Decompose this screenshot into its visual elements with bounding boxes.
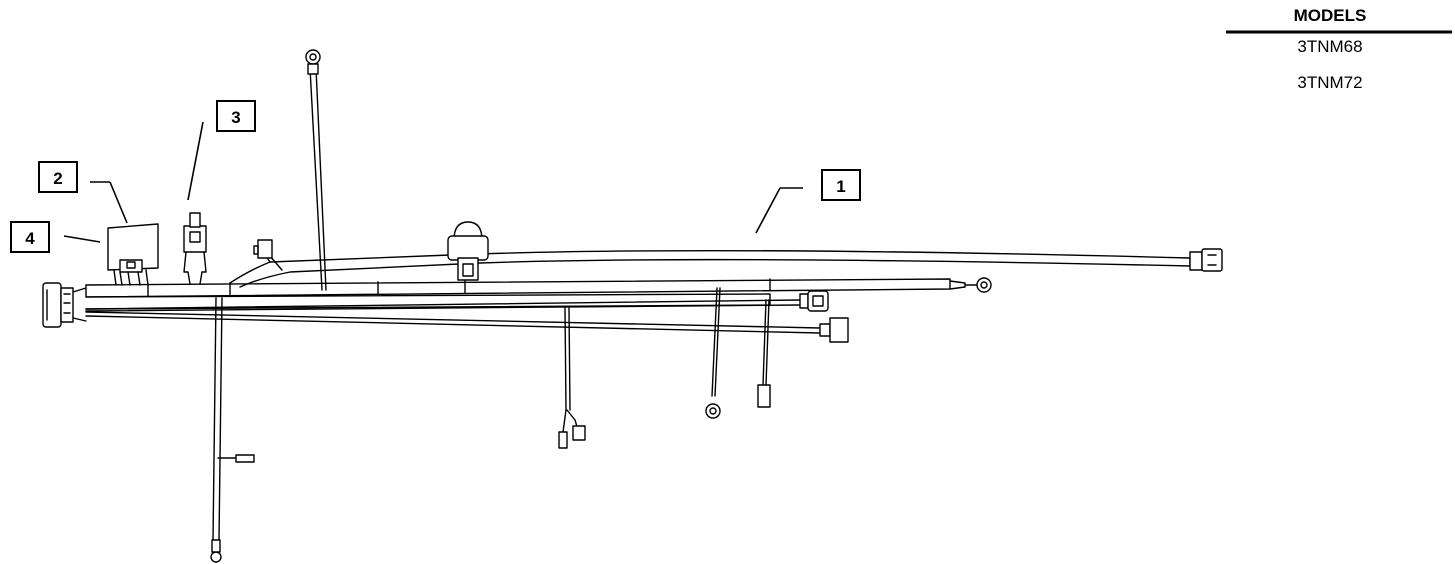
lower-wire-2	[85, 299, 801, 312]
model-item: 3TNM72	[1297, 73, 1362, 92]
lower-wire	[85, 311, 821, 334]
callout-label: 2	[53, 169, 62, 188]
main-connector	[42, 282, 87, 328]
callout-label: 4	[25, 229, 35, 248]
model-item: 3TNM68	[1297, 37, 1362, 56]
callout-3[interactable]: 3	[187, 100, 256, 201]
callout-box	[10, 221, 50, 253]
wire-harness	[42, 49, 1223, 563]
far-right-connector	[1189, 248, 1223, 272]
callout-box	[216, 100, 256, 132]
drop-wire-ring	[705, 287, 721, 419]
leader-line	[109, 181, 128, 224]
small-connector	[253, 239, 273, 259]
leader-line	[755, 187, 781, 234]
drop-wire-connector	[757, 299, 771, 408]
connector-right-low	[819, 317, 849, 343]
callout-box	[821, 169, 861, 201]
leader-line	[187, 121, 204, 201]
relay-box	[107, 223, 159, 286]
leader-line	[63, 235, 101, 243]
relay	[183, 212, 207, 285]
drop-wire-center	[558, 307, 586, 449]
callout-4[interactable]: 4	[10, 221, 101, 253]
ground-wire-up	[305, 49, 327, 291]
callout-label: 3	[231, 108, 240, 127]
models-title: MODELS	[1294, 6, 1367, 25]
callout-box	[38, 161, 78, 193]
ground-wire-down	[210, 297, 255, 563]
ring-terminal-right	[949, 277, 992, 293]
center-connector	[447, 221, 489, 281]
connector-right-mid	[799, 290, 829, 312]
callout-2[interactable]: 2	[38, 161, 128, 224]
lower-bundle	[85, 293, 771, 310]
callout-1[interactable]: 1	[755, 169, 861, 234]
models-table: MODELS 3TNM68 3TNM72	[1226, 6, 1452, 92]
callout-label: 1	[836, 177, 845, 196]
